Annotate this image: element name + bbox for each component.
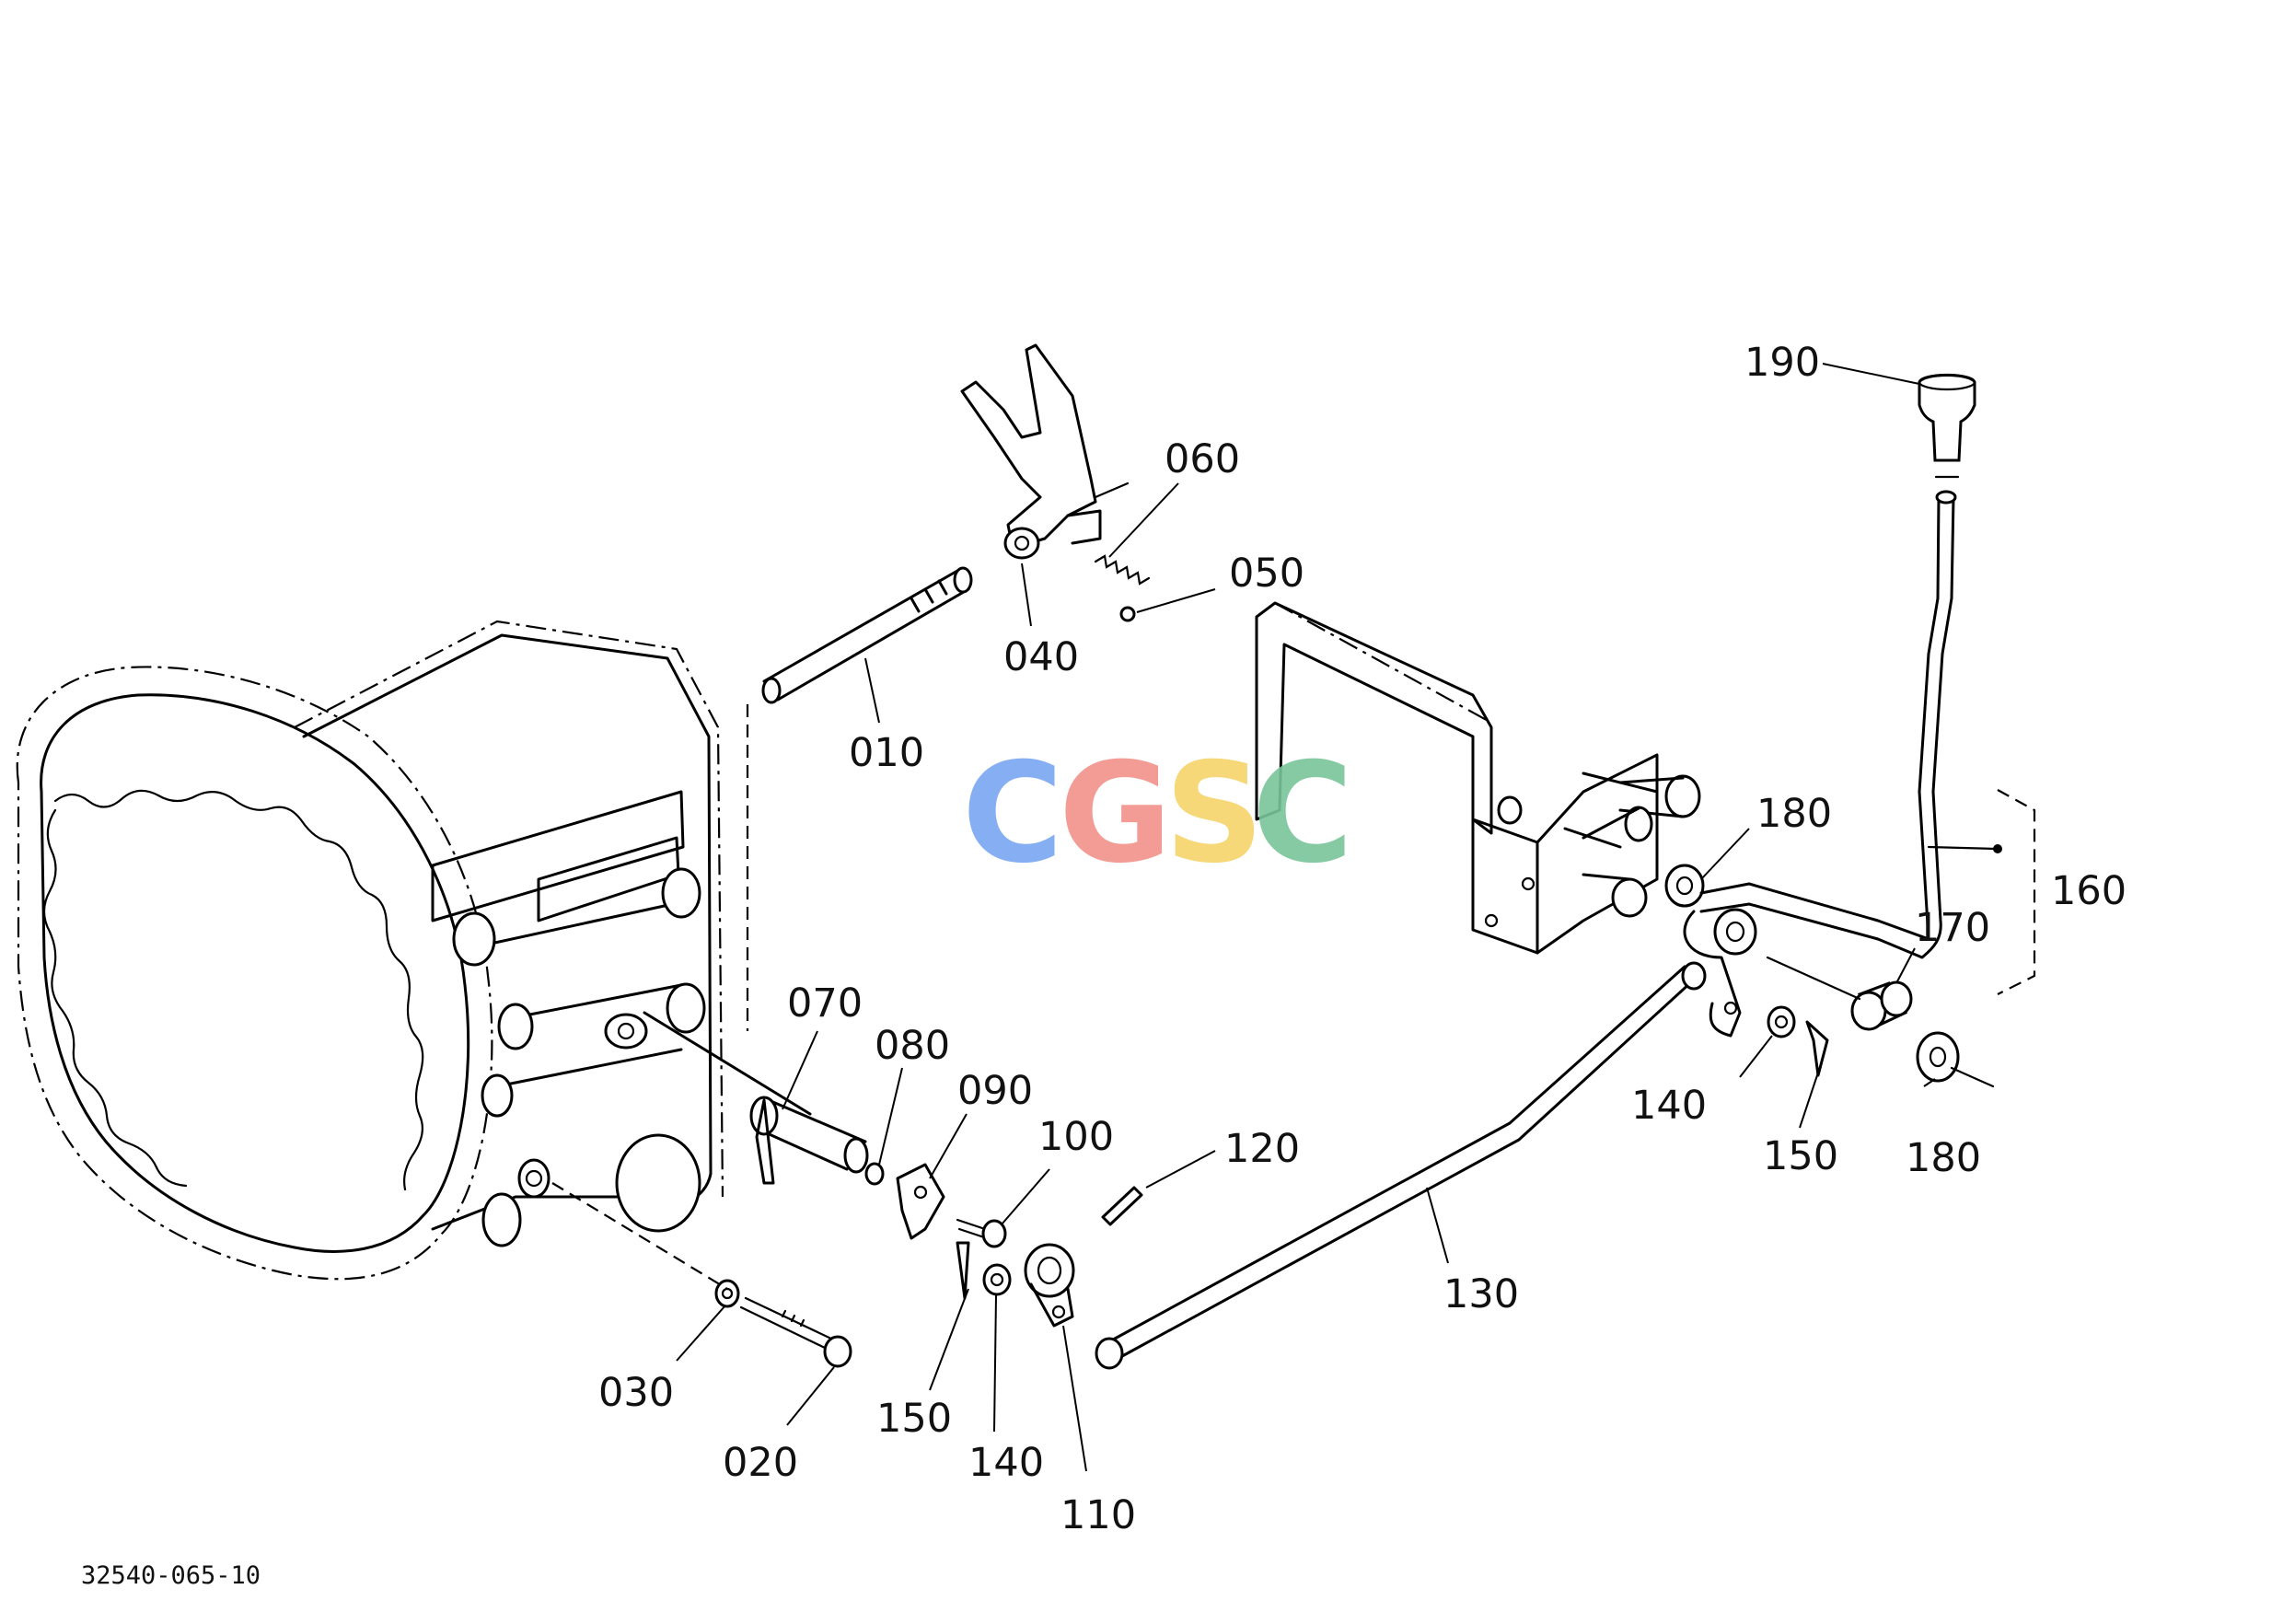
- link-rod-130: [1095, 961, 1707, 1370]
- pin-120: [1101, 1186, 1143, 1226]
- label-020: 020: [723, 1440, 798, 1486]
- watermark-logo: C G S C: [962, 734, 1353, 894]
- label-030: 030: [598, 1370, 674, 1416]
- leader-lines: [676, 363, 1936, 1472]
- washer-030: [714, 1279, 740, 1308]
- split-pin-150-left: [956, 1241, 970, 1300]
- o-ring-080: [864, 1162, 885, 1186]
- bolt-100: [956, 1218, 1007, 1248]
- washer-180-lower: [1916, 1031, 1960, 1083]
- washer-140-left: [982, 1263, 1012, 1296]
- split-pin-150-right: [1805, 1020, 1829, 1077]
- label-060: 060: [1165, 436, 1240, 482]
- shift-knob-190: [1918, 373, 1976, 479]
- watermark-letter-c2: C: [1252, 734, 1353, 894]
- label-050: 050: [1229, 551, 1304, 597]
- label-150-left: 150: [876, 1396, 952, 1442]
- label-140-right: 140: [1631, 1083, 1707, 1129]
- reference-code: 32540-065-10: [81, 1561, 261, 1590]
- label-160: 160: [2051, 868, 2127, 914]
- shift-lever-160: [1683, 490, 2036, 1038]
- rod-joint-110: [1024, 1243, 1075, 1328]
- bolt-020: [739, 1296, 852, 1368]
- shift-fork-040: [960, 343, 1130, 560]
- washer-180-upper: [1664, 864, 1705, 908]
- label-180-upper: 180: [1756, 791, 1832, 837]
- bushing-170: [1850, 980, 1913, 1031]
- label-080: 080: [875, 1023, 950, 1069]
- shift-arm-070: [643, 1011, 869, 1185]
- shift-rod-010: [746, 566, 973, 1031]
- label-100: 100: [1038, 1114, 1114, 1160]
- label-170: 170: [1915, 905, 1990, 951]
- watermark-letter-g: G: [1059, 734, 1172, 894]
- label-090: 090: [957, 1068, 1033, 1114]
- label-140-left: 140: [968, 1440, 1044, 1486]
- label-150-right: 150: [1763, 1133, 1838, 1179]
- detent-spring-060: [1094, 554, 1151, 586]
- label-180-lower: 180: [1906, 1135, 1981, 1181]
- label-120: 120: [1224, 1126, 1300, 1172]
- detent-ball-050: [1119, 606, 1136, 622]
- watermark-letter-s: S: [1165, 734, 1264, 894]
- label-040: 040: [1003, 634, 1079, 680]
- label-010: 010: [849, 730, 924, 776]
- label-190: 190: [1744, 340, 1820, 386]
- label-070: 070: [787, 980, 863, 1027]
- watermark-letter-c1: C: [962, 734, 1063, 894]
- label-130: 130: [1443, 1271, 1519, 1317]
- guard-bracket: [1255, 601, 1701, 955]
- lever-plate-090: [896, 1163, 945, 1240]
- label-110: 110: [1060, 1492, 1136, 1538]
- transmission-housing: [16, 620, 724, 1281]
- washer-140-right: [1767, 1005, 1796, 1038]
